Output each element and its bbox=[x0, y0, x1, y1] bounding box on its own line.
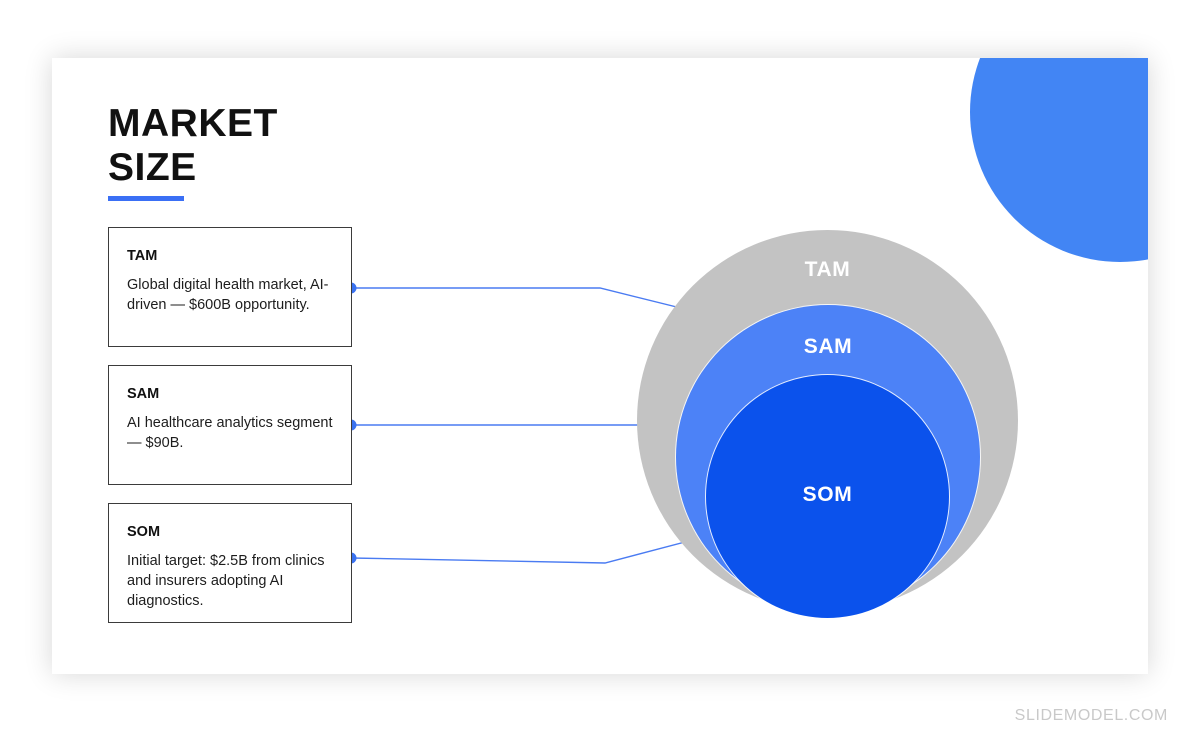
title-line-1: MARKET bbox=[108, 102, 278, 145]
info-card-sam[interactable]: SAM AI healthcare analytics segment — $9… bbox=[108, 365, 352, 485]
watermark: SLIDEMODEL.COM bbox=[1014, 707, 1168, 724]
info-card-sam-body: AI healthcare analytics segment — $90B. bbox=[127, 415, 333, 451]
page-title: MARKET SIZE bbox=[108, 102, 278, 201]
info-card-som[interactable]: SOM Initial target: $2.5B from clinics a… bbox=[108, 503, 352, 623]
circle-som[interactable]: SOM bbox=[706, 375, 949, 618]
title-underline bbox=[108, 196, 184, 201]
title-line-2: SIZE bbox=[108, 146, 197, 189]
info-card-tam[interactable]: TAM Global digital health market, AI-dri… bbox=[108, 227, 352, 347]
slide-card: MARKET SIZE TAM Global digital health ma… bbox=[52, 58, 1148, 674]
info-card-som-title: SOM bbox=[127, 524, 161, 540]
circle-tam-label: TAM bbox=[804, 258, 851, 281]
info-card-sam-title: SAM bbox=[127, 386, 160, 402]
info-card-tam-body: Global digital health market, AI-driven … bbox=[127, 277, 329, 313]
info-card-tam-title: TAM bbox=[127, 248, 158, 264]
nested-circles-diagram: TAM SAM SOM bbox=[637, 230, 1018, 618]
info-card-som-body: Initial target: $2.5B from clinics and i… bbox=[127, 553, 325, 609]
circle-sam-label: SAM bbox=[803, 335, 853, 358]
circle-som-label: SOM bbox=[802, 483, 853, 506]
